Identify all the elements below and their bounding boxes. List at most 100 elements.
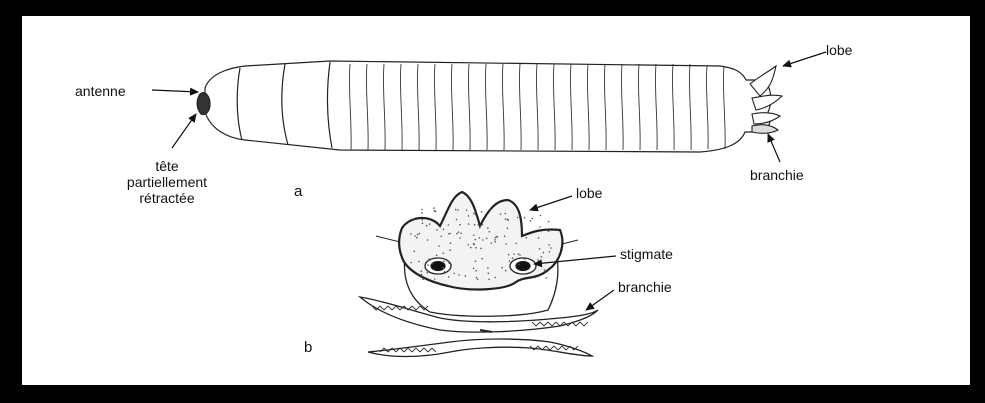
label-lobe-b: lobe: [576, 185, 602, 201]
stipple-dot: [482, 224, 484, 226]
stipple-dot: [459, 237, 461, 239]
stipple-dot: [549, 251, 551, 253]
stipple-dot: [505, 218, 507, 220]
stipple-dot: [428, 258, 430, 260]
stipple-dot: [422, 222, 424, 224]
stipple-dot: [538, 276, 540, 278]
stipple-dot: [434, 210, 436, 212]
stipple-dot: [448, 276, 450, 278]
stipple-dot: [422, 279, 424, 281]
panel-letter-a: a: [294, 184, 302, 200]
stipple-dot: [513, 253, 515, 255]
label-branchie-a: branchie: [750, 167, 804, 183]
stipple-dot: [475, 247, 477, 249]
stipple-dot: [507, 227, 509, 229]
stipple-dot: [479, 237, 481, 239]
stipple-dot: [473, 213, 475, 215]
segment-line: [349, 64, 351, 150]
stipple-dot: [458, 274, 460, 276]
stipple-dot: [449, 233, 451, 235]
stipple-dot: [459, 224, 461, 226]
stipple-dot: [421, 212, 423, 214]
stipple-dot: [487, 267, 489, 269]
stipple-dot: [433, 207, 435, 209]
stipple-dot: [421, 274, 423, 276]
panel-letter-b: b: [304, 340, 312, 356]
stipple-dot: [532, 218, 534, 220]
label-stigmate: stigmate: [620, 246, 673, 262]
stipple-dot: [494, 239, 496, 241]
stipple-dot: [475, 239, 477, 241]
stipple-dot: [480, 225, 482, 227]
segment-line: [366, 64, 368, 150]
stipple-dot: [434, 278, 436, 280]
stipple-dot: [416, 237, 418, 239]
segment-line: [723, 66, 725, 149]
stipple-dot: [543, 252, 545, 254]
stipple-dot: [490, 209, 492, 211]
stipple-dot: [488, 272, 490, 274]
stipple-dot: [550, 247, 552, 249]
stipple-dot: [432, 263, 434, 265]
stipple-dot: [495, 277, 497, 279]
stipple-dot: [477, 279, 479, 281]
segment-line: [672, 64, 674, 150]
stipple-dot: [414, 235, 416, 237]
stipple-dot: [427, 264, 429, 266]
arrow-lobe-a: [783, 52, 826, 66]
segment-line: [638, 64, 640, 150]
stipple-dot: [460, 232, 462, 234]
segment-line: [502, 64, 504, 150]
stipple-dot: [534, 277, 536, 279]
stipple-dot: [473, 268, 475, 270]
stipple-dot: [458, 231, 460, 233]
stipple-dot: [488, 279, 490, 281]
stipple-dot: [481, 258, 483, 260]
stipple-dot: [410, 233, 412, 235]
stipple-dot: [457, 209, 459, 211]
segment-line: [604, 64, 606, 150]
stipple-dot: [468, 244, 470, 246]
stipple-dot: [504, 235, 506, 237]
stipple-dot: [473, 234, 475, 236]
stipple-dot: [427, 272, 429, 274]
stipple-dot: [448, 262, 450, 264]
label-tete-line1: tête: [112, 158, 222, 174]
gill-tooth: [580, 322, 588, 326]
stipple-dot: [501, 267, 503, 269]
stipple-dot: [537, 259, 539, 261]
segment-line: [417, 64, 419, 150]
segment-line: [485, 64, 487, 150]
stipple-dot: [427, 239, 429, 241]
label-tete-line3: rétractée: [112, 190, 222, 206]
stipple-dot: [456, 219, 458, 221]
label-antenne: antenne: [75, 83, 126, 99]
stipple-dot: [429, 223, 431, 225]
gill-tooth: [572, 322, 580, 326]
stipple-dot: [523, 273, 525, 275]
stipple-dot: [507, 219, 509, 221]
stipple-dot: [540, 215, 542, 217]
stipple-dot: [475, 214, 477, 216]
stipple-dot: [436, 255, 438, 257]
stipple-dot: [468, 215, 470, 217]
arrow-antenne: [152, 90, 198, 92]
stipple-dot: [422, 219, 424, 221]
stipple-dot: [417, 234, 419, 236]
stipple-dot: [474, 224, 476, 226]
stipple-dot: [443, 261, 445, 263]
stipple-dot: [539, 248, 541, 250]
stipple-dot: [410, 262, 412, 264]
stipple-dot: [482, 239, 484, 241]
stipple-dot: [508, 254, 510, 256]
stipple-dot: [421, 209, 423, 211]
stipple-dot: [443, 267, 445, 269]
segment-line: [587, 64, 589, 150]
segment-line: [400, 64, 402, 150]
stipple-dot: [480, 248, 482, 250]
stipple-dot: [548, 244, 550, 246]
segment-line: [706, 66, 708, 149]
stipple-dot: [456, 233, 458, 235]
arrow-tete: [172, 114, 196, 148]
stipple-dot: [519, 254, 521, 256]
